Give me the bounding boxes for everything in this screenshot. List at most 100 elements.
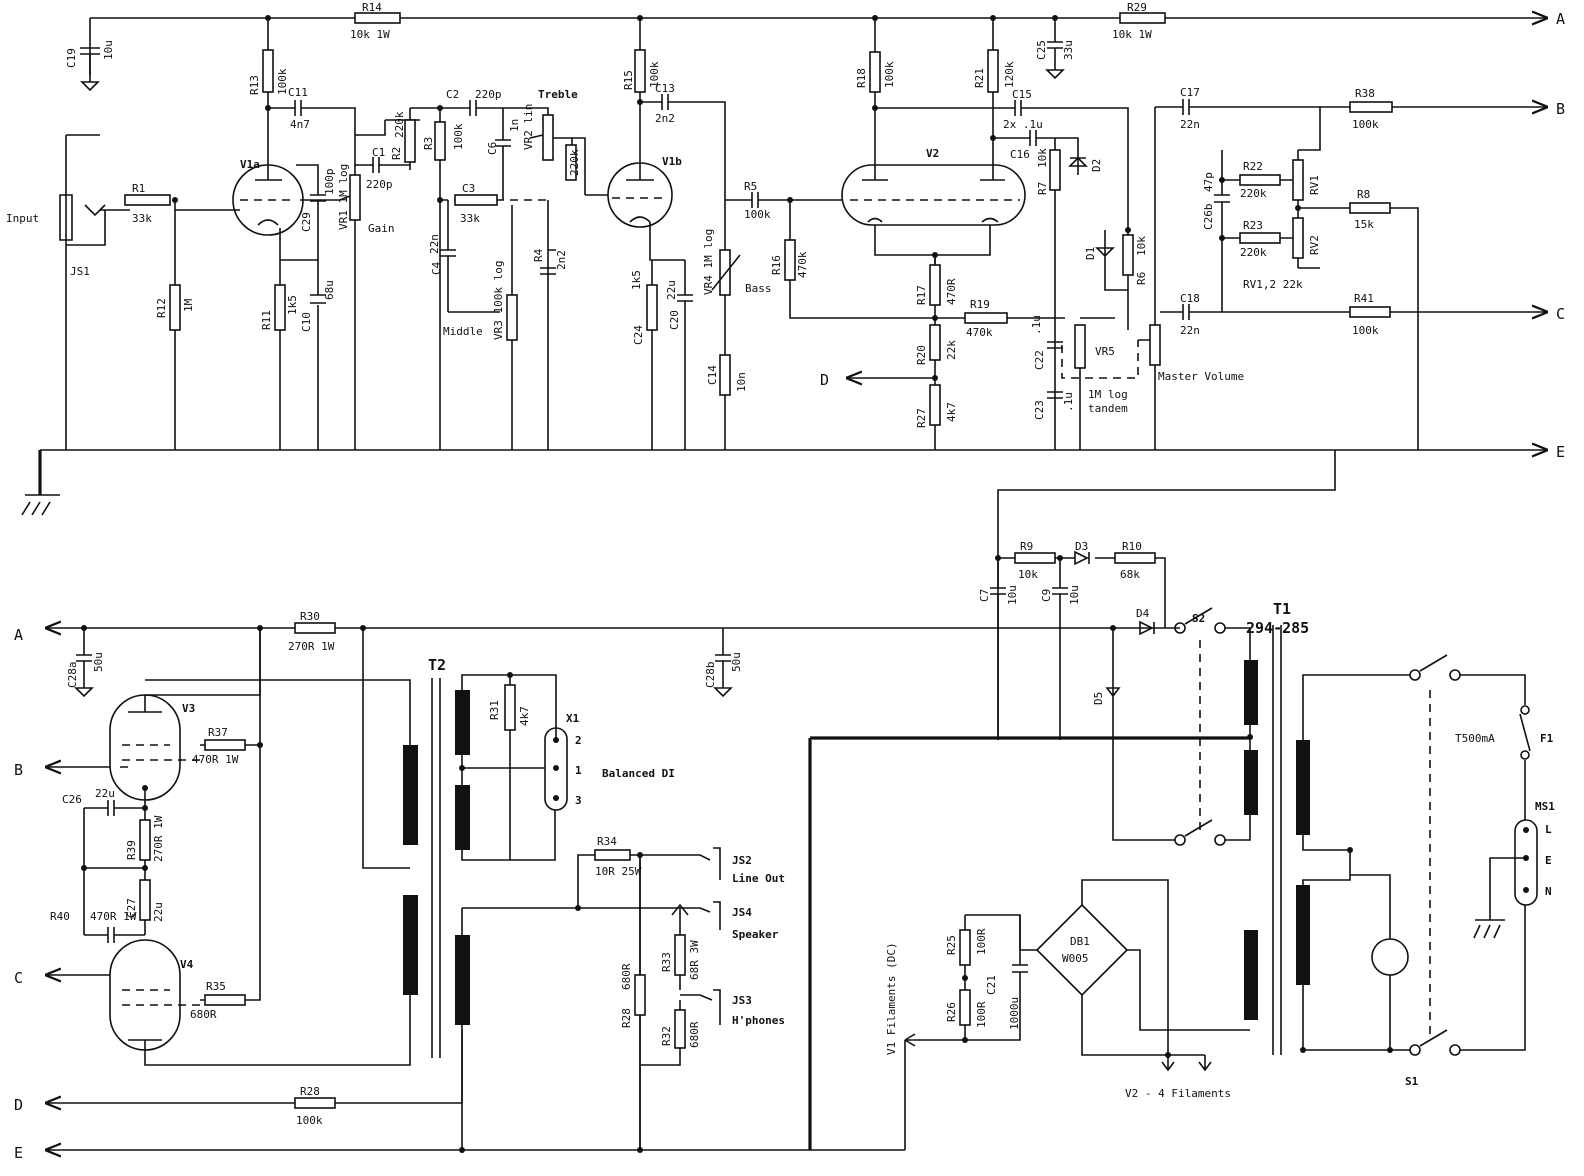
cathode-network — [81, 788, 151, 943]
value-r5: 10n — [735, 372, 748, 392]
input-jack-js1 — [59, 134, 240, 450]
capacitor-c11 — [265, 100, 356, 135]
label-r2: R2 — [390, 147, 403, 160]
value-r38: 100k — [1352, 118, 1379, 131]
switch-s2 — [1174, 607, 1251, 846]
label-line-out: Line Out — [732, 872, 785, 885]
connector-x1 — [510, 674, 568, 811]
label-r27: R27 — [915, 408, 928, 428]
label-r10: R10 — [1122, 540, 1142, 553]
label-r29: R29 — [1127, 1, 1147, 14]
pot-vr4-bass — [711, 205, 741, 450]
label-r8: R8 — [1357, 188, 1370, 201]
label-r23: R23 — [1243, 219, 1263, 232]
label-r40: R35 — [206, 980, 226, 993]
resistor-r14 — [354, 12, 401, 24]
value-r10: 68k — [1120, 568, 1140, 581]
value-c13: 2n2 — [655, 112, 675, 125]
value-c29: 100p — [323, 169, 336, 196]
value-c17: 22n — [1180, 118, 1200, 131]
label-rv12: RV1,2 22k — [1243, 278, 1303, 291]
label-d5: D5 — [1092, 692, 1105, 705]
diode-d1 — [1095, 230, 1128, 291]
value-r6: 10k — [1135, 236, 1148, 256]
label-s1: S1 — [1405, 1075, 1419, 1088]
resistor-r11 — [274, 228, 326, 450]
label-js1: JS1 — [70, 265, 90, 278]
diode-d5 — [1105, 625, 1180, 841]
rail-label-c-bottom: C — [14, 969, 23, 987]
label-x1-pin1: 1 — [575, 764, 582, 777]
capacitor-c20 — [677, 260, 693, 450]
value-r23: 220k — [1240, 246, 1267, 259]
label-c7: C7 — [978, 589, 991, 602]
capacitor-c29 — [296, 164, 326, 260]
label-c14: R5 — [744, 180, 757, 193]
bridge-rectifier-db1 — [1019, 879, 1250, 1058]
resistor-r1 — [124, 194, 171, 206]
label-treble: Treble — [538, 88, 578, 101]
label-r1: R1 — [132, 182, 145, 195]
value-r34: 68R 3W — [688, 940, 701, 980]
label-js3: JS3 — [732, 994, 752, 1007]
value-r16: 470k — [796, 251, 809, 278]
rail-label-a-bottom: A — [14, 626, 23, 644]
label-c20: C20 — [668, 310, 681, 330]
label-r5: C14 — [706, 365, 719, 385]
tone-network-rv12 — [1214, 107, 1350, 312]
label-c2: C2 — [446, 88, 459, 101]
label-t1-part: 294-285 — [1246, 619, 1309, 637]
capacitor-c17 — [1155, 99, 1350, 115]
value-r14: 10k 1W — [350, 28, 390, 41]
label-c29: C29 — [300, 212, 313, 232]
capacitor-c1 — [355, 157, 410, 173]
label-c21: C21 — [985, 975, 998, 995]
resistor-r41 — [1349, 306, 1391, 318]
label-r9: R9 — [1020, 540, 1033, 553]
value-r40: 680R — [190, 1008, 217, 1021]
tube-v3 — [109, 628, 261, 801]
label-r30: R30 — [300, 610, 320, 623]
transformer-t2 — [145, 628, 640, 1058]
value-c15: 2x .1u — [1003, 118, 1043, 131]
label-r39: C27 — [125, 898, 138, 918]
resistor-r29 — [1119, 12, 1166, 24]
label-r32: R28 — [620, 1008, 633, 1028]
value-c19: 10u — [102, 40, 115, 60]
value-c18: 22n — [1180, 324, 1200, 337]
value-c9: 10u — [1068, 585, 1081, 605]
label-c10: C10 — [300, 312, 313, 332]
label-rv2: RV2 — [1308, 235, 1321, 255]
label-w005: W005 — [1062, 952, 1089, 965]
label-c26: C26 — [62, 793, 82, 806]
resistor-r9 — [995, 550, 1166, 628]
label-master: Master Volume — [1158, 370, 1244, 383]
label-x1-pin3: 3 — [575, 794, 582, 807]
label-v1a: V1a — [240, 158, 260, 171]
label-input: Input — [6, 212, 39, 225]
resistor-r38 — [1349, 101, 1393, 113]
label-c6: C6 — [486, 142, 499, 155]
value-c25: 33u — [1062, 40, 1075, 60]
label-r41: R41 — [1354, 292, 1374, 305]
label-tandem: tandem — [1088, 402, 1128, 415]
value-c1: 220p — [366, 178, 393, 191]
label-v4: V4 — [180, 958, 194, 971]
value-r33: 680R — [688, 1021, 701, 1048]
label-c17: C17 — [1180, 86, 1200, 99]
value-r22: 220k — [1240, 187, 1267, 200]
label-js4: JS4 — [732, 906, 752, 919]
value-c23: .1u — [1062, 392, 1075, 412]
label-c3: C3 — [462, 182, 475, 195]
label-c28a: C28a — [66, 662, 79, 689]
label-c18: C18 — [1180, 292, 1200, 305]
value-r32: 680R — [620, 963, 633, 990]
value-c3: 33k — [460, 212, 480, 225]
value-r41: 100k — [1352, 324, 1379, 337]
resistor-r12 — [169, 200, 181, 450]
value-r17: 470R — [945, 278, 958, 305]
diode-d2 — [1068, 156, 1088, 167]
resistor-r21 — [987, 15, 999, 180]
label-v2: V2 — [926, 147, 939, 160]
value-c24: 1k5 — [630, 270, 643, 290]
